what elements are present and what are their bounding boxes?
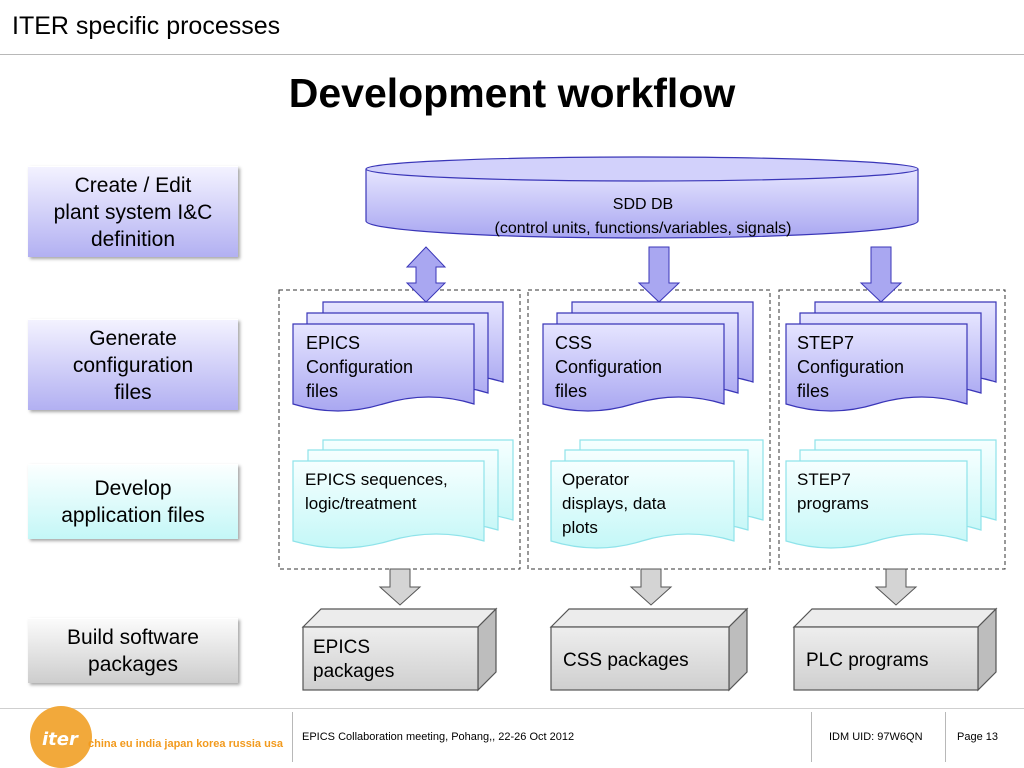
footer-page: Page 13	[957, 731, 998, 743]
stage-build-packages: Build software packages	[28, 618, 238, 683]
down-arrow-icon	[629, 568, 673, 606]
footer-meeting: EPICS Collaboration meeting, Pohang,, 22…	[302, 731, 575, 743]
epics-package-label: EPICS packages	[313, 637, 395, 682]
down-arrow-icon	[378, 568, 422, 606]
stage-develop-app: Develop application files	[28, 464, 238, 539]
footer-separator	[945, 712, 946, 762]
footer-separator	[292, 712, 293, 762]
sdd-db-cylinder	[365, 156, 919, 239]
epics-app-label: EPICS sequences, logic/treatment	[305, 470, 448, 513]
slide-title: Development workflow	[288, 70, 736, 116]
plc-package-box	[792, 607, 998, 692]
epics-config-doc-stack	[292, 301, 504, 412]
epics-app-doc-stack	[292, 439, 514, 549]
step7-config-label: STEP7 Configuration files	[797, 333, 905, 401]
footer-separator	[811, 712, 812, 762]
footer-divider	[0, 708, 1024, 709]
sdd-db-name: SDD DB	[612, 196, 674, 213]
plc-package-label: PLC programs	[806, 650, 929, 671]
header-divider	[0, 54, 1024, 55]
iter-logo-word: iter	[42, 729, 78, 750]
epics-config-label: EPICS Configuration files	[306, 333, 414, 401]
footer-idm: IDM UID: 97W6QN	[829, 731, 923, 743]
css-package-box	[549, 607, 749, 692]
step7-app-label: STEP7 programs	[797, 470, 869, 513]
css-config-doc-stack	[542, 301, 754, 412]
step7-app-doc-stack	[785, 439, 997, 549]
sdd-db-contents: (control units, functions/variables, sig…	[494, 220, 792, 237]
iter-logo-tagline: china eu india japan korea russia usa	[88, 738, 284, 750]
sdd-db-label: SDD DB (control units, functions/variabl…	[367, 193, 919, 241]
css-config-label: CSS Configuration files	[555, 333, 663, 401]
stage-generate-config: Generate configuration files	[28, 319, 238, 410]
step7-config-doc-stack	[785, 301, 997, 412]
header-title: ITER specific processes	[12, 12, 281, 40]
stage-create-edit: Create / Edit plant system I&C definitio…	[28, 166, 238, 257]
down-arrow-icon	[874, 568, 918, 606]
css-package-label: CSS packages	[563, 650, 689, 671]
iter-logo	[30, 706, 92, 768]
css-app-doc-stack	[550, 439, 764, 549]
bidirectional-arrow-icon	[405, 246, 447, 303]
css-app-label: Operator displays, data plots	[562, 470, 666, 537]
down-arrow-icon	[859, 246, 903, 303]
down-arrow-icon	[637, 246, 681, 303]
epics-package-box	[301, 607, 498, 692]
